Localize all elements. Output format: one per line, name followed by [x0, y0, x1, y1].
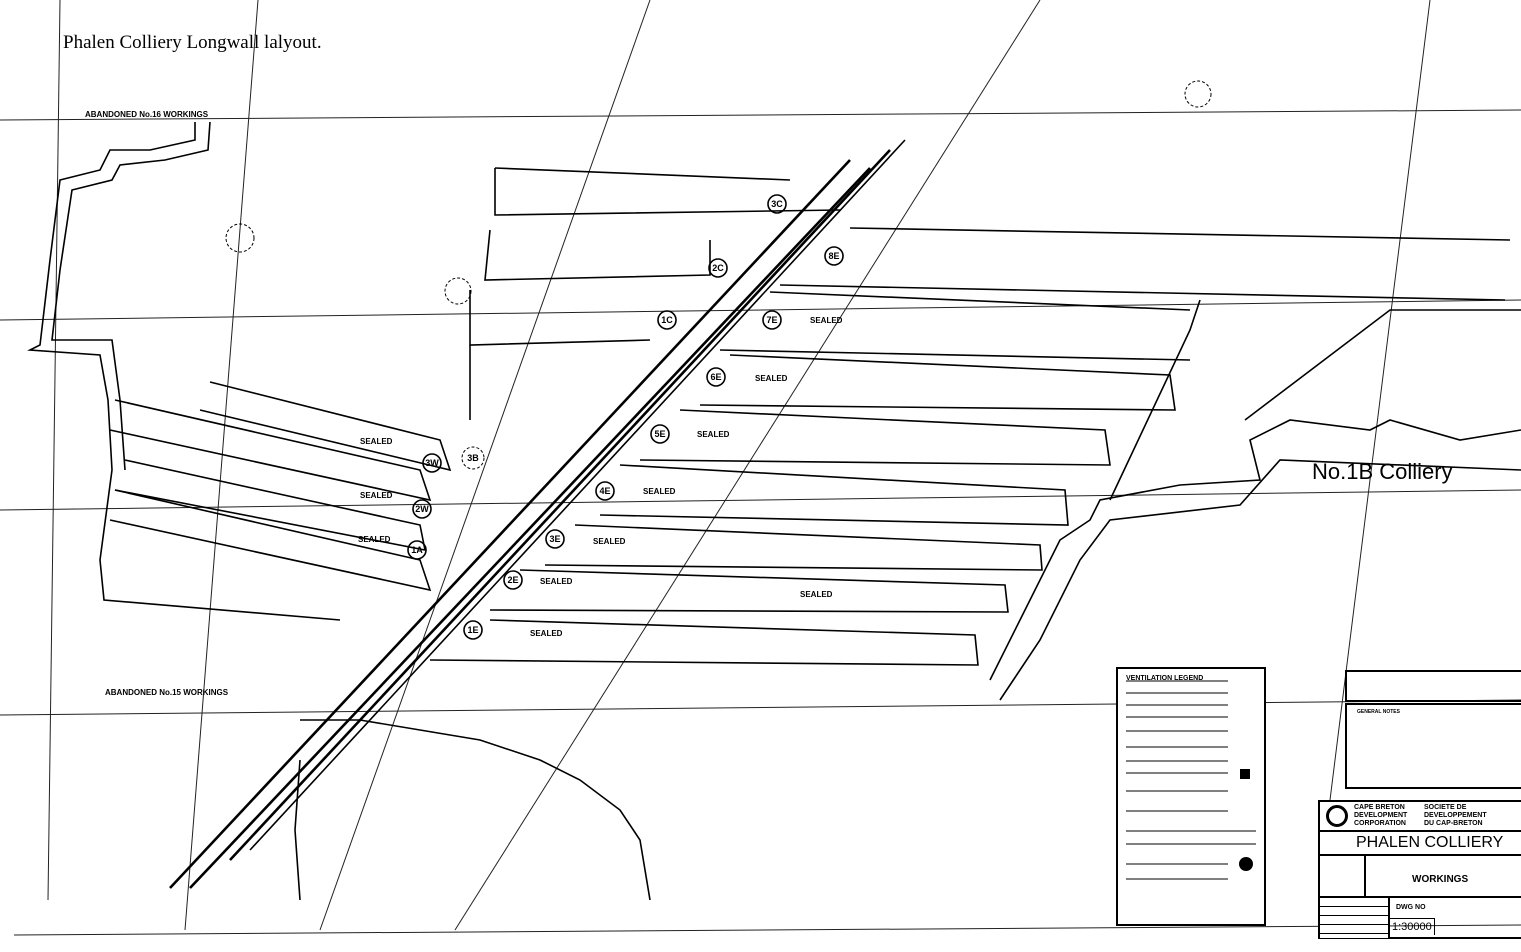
- panel-label: 3W: [425, 458, 439, 468]
- panel-label: 6E: [710, 372, 721, 382]
- scale-value: 1:30000: [1390, 918, 1435, 935]
- sealed-label: SEALED: [810, 316, 843, 325]
- sealed-label: SEALED: [643, 487, 676, 496]
- hatch-key-box: [1345, 670, 1521, 702]
- shoreline: [300, 719, 651, 901]
- drawing-title: WORKINGS: [1412, 874, 1469, 885]
- map-title: Phalen Colliery Longwall lalyout.: [63, 32, 322, 53]
- sealed-label: SEALED: [360, 437, 393, 446]
- panel-label: 8E: [828, 251, 839, 261]
- panel-label: 2E: [507, 575, 518, 585]
- legend-symbols: [1126, 680, 1256, 880]
- boundary-east2: [999, 459, 1521, 701]
- panel-label: 4E: [599, 486, 610, 496]
- panel-label: 7E: [766, 315, 777, 325]
- panel-label: 1C: [661, 315, 673, 325]
- panel-label: 1E: [467, 625, 478, 635]
- sealed-label: SEALED: [755, 374, 788, 383]
- label-abandoned-16: ABANDONED No.16 WORKINGS: [85, 110, 209, 119]
- panel-label: 3E: [549, 534, 560, 544]
- panel-label: 1A: [411, 545, 423, 555]
- sealed-label: SEALED: [530, 629, 563, 638]
- logo-icon: [1326, 805, 1348, 827]
- general-notes-box: GENERAL NOTES: [1345, 703, 1521, 789]
- shoreline-2: [294, 759, 301, 901]
- boundary-east4: [1244, 309, 1521, 421]
- ventilation-legend: VENTILATION LEGEND: [1116, 667, 1266, 926]
- panel-label: 2W: [415, 504, 429, 514]
- label-colliery-1b: No.1B Colliery: [1312, 459, 1453, 484]
- dwg-no-label: DWG NO: [1396, 904, 1426, 911]
- main-slopes: [169, 139, 906, 889]
- east-panels: [429, 167, 1511, 666]
- general-notes-title: GENERAL NOTES: [1357, 709, 1400, 715]
- boundary-west-inner: [51, 121, 211, 471]
- west-panels: [109, 381, 452, 592]
- panel-label: 3C: [771, 199, 783, 209]
- colliery-name: PHALEN COLLIERY: [1320, 832, 1521, 856]
- sealed-label: SEALED: [358, 535, 391, 544]
- panel-label: 5E: [654, 429, 665, 439]
- sealed-label: SEALED: [360, 491, 393, 500]
- survey-markers: [225, 80, 1212, 305]
- legend-title: VENTILATION LEGEND: [1126, 675, 1204, 682]
- panel-label: 2C: [712, 263, 724, 273]
- boundary-east: [989, 419, 1521, 681]
- boundary-west: [27, 122, 341, 621]
- panel-label: 3B: [467, 453, 479, 463]
- panel-markers: 3C 2C 1C 8E 7E 6E 5E 4E 3E 2E 1E 3W 2W 1…: [407, 194, 844, 640]
- sealed-label: SEALED: [800, 590, 833, 599]
- label-abandoned-15: ABANDONED No.15 WORKINGS: [105, 688, 229, 697]
- boundary-east3: [1109, 299, 1201, 501]
- sealed-label: SEALED: [697, 430, 730, 439]
- sealed-label: SEALED: [593, 537, 626, 546]
- sealed-label: SEALED: [540, 577, 573, 586]
- sealed-labels: SEALED SEALED SEALED SEALED SEALED SEALE…: [358, 316, 843, 638]
